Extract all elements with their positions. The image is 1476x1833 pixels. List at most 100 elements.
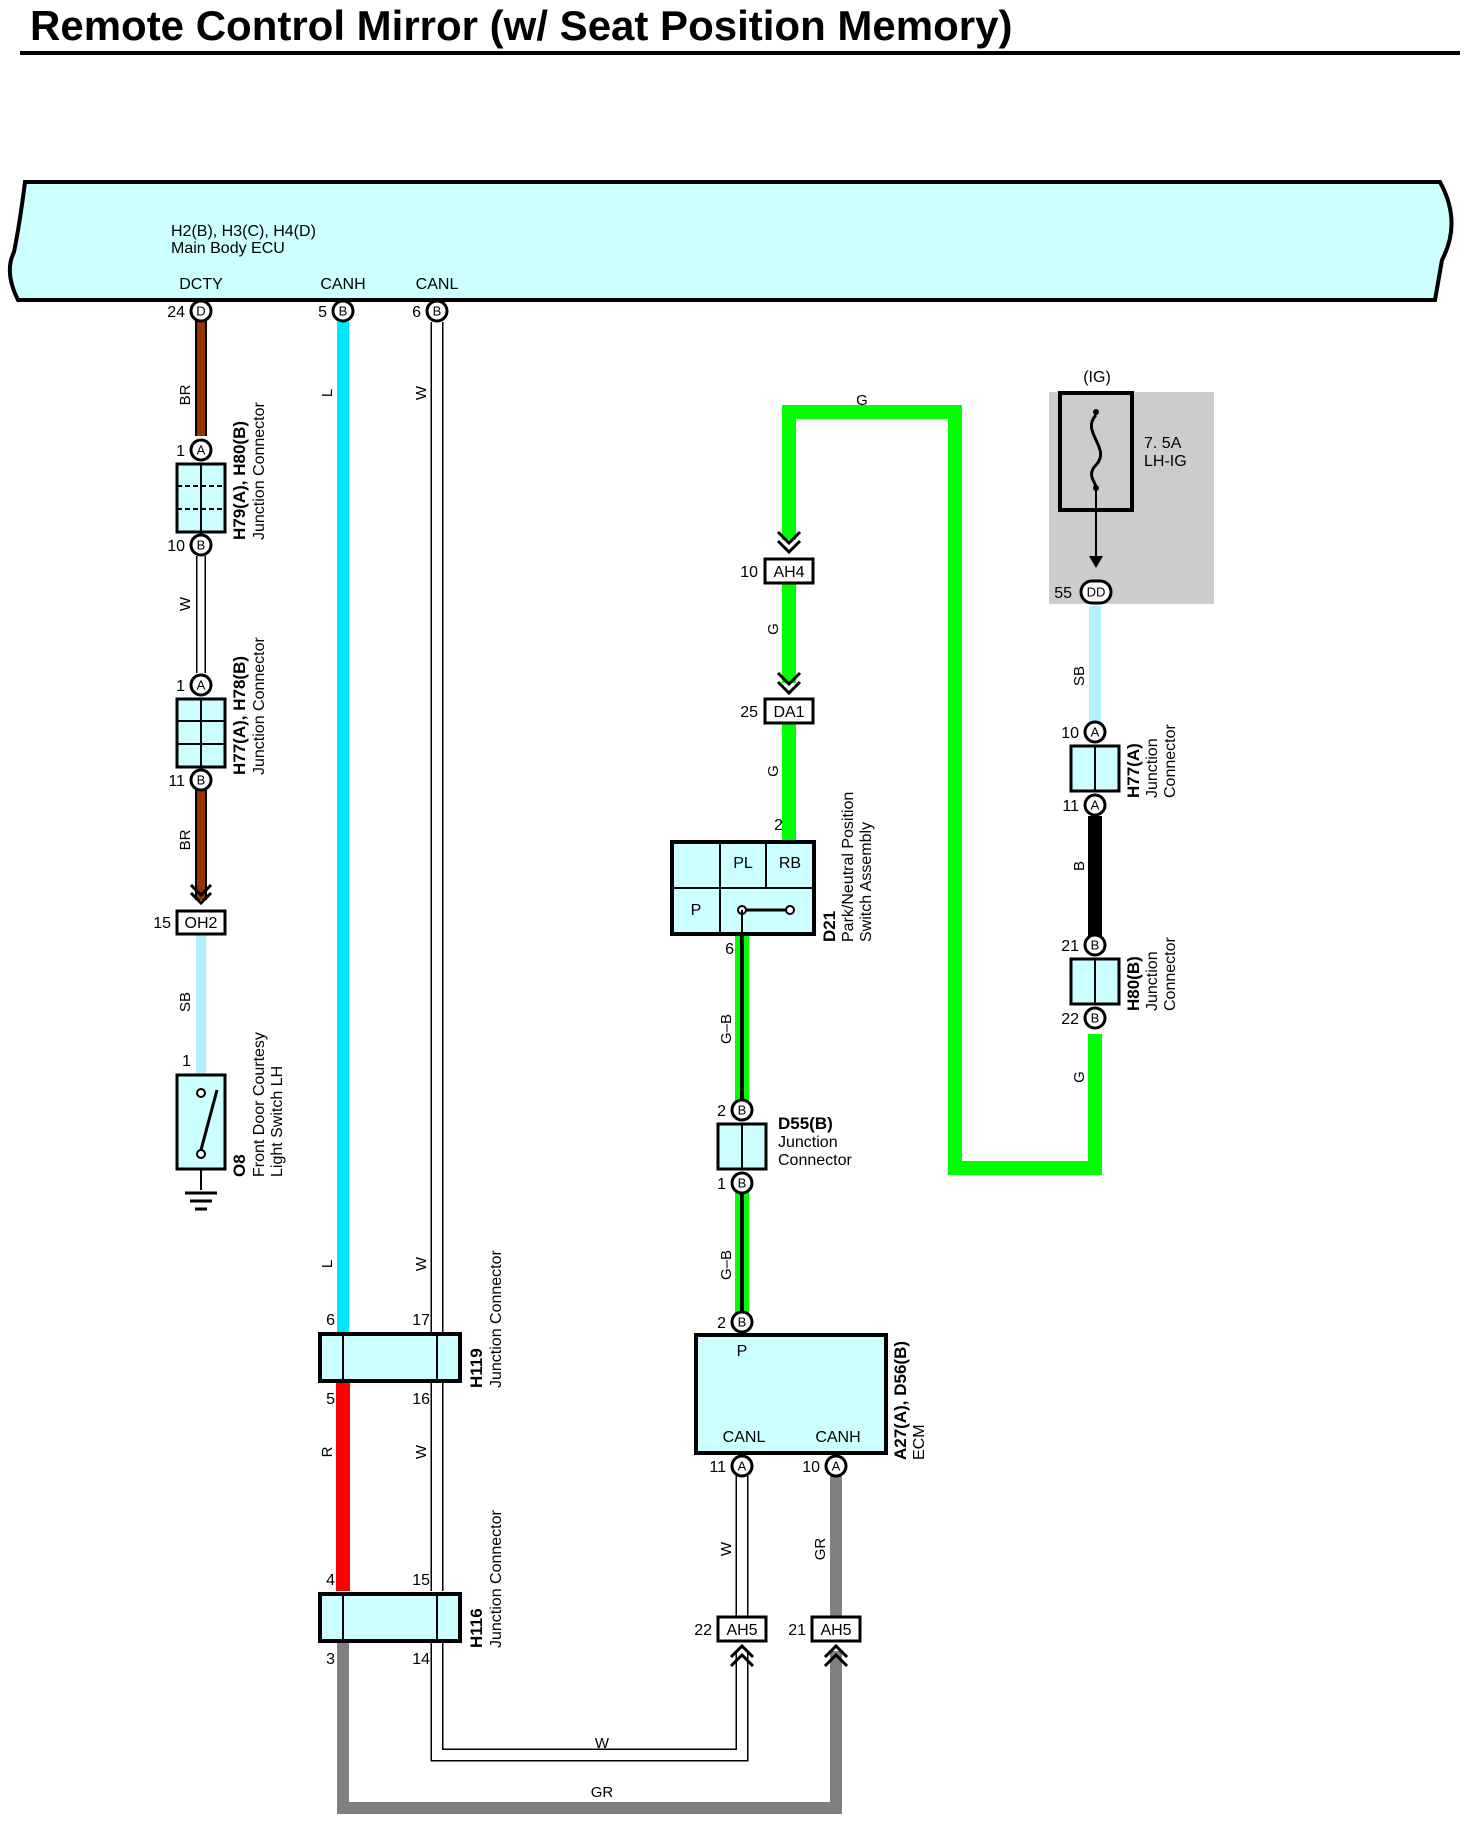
svg-text:P: P xyxy=(737,1343,748,1360)
svg-text:1: 1 xyxy=(717,1176,726,1193)
title-rule xyxy=(20,51,1460,55)
svg-text:AH5: AH5 xyxy=(820,1622,851,1639)
svg-text:Junction Connector: Junction Connector xyxy=(251,636,268,775)
wire-label-w-top: W xyxy=(413,385,430,400)
svg-text:B: B xyxy=(197,773,206,788)
connector-ah5-left: AH5 22 xyxy=(694,1615,768,1668)
svg-text:H116: H116 xyxy=(467,1608,486,1648)
ecu-terminal-dcty: DCTY xyxy=(179,276,223,293)
svg-text:6: 6 xyxy=(412,304,421,321)
svg-text:1: 1 xyxy=(182,1053,191,1070)
svg-text:A: A xyxy=(832,1459,841,1474)
junction-h77a: A 10 A 11 H77(A) Junction Connector xyxy=(1061,720,1179,817)
ecm: B 2 P CANL CANH A 11 A 10 A27(A), D56(B)… xyxy=(694,1310,928,1478)
svg-text:Connector: Connector xyxy=(1162,724,1179,798)
svg-text:A: A xyxy=(1091,725,1100,740)
svg-text:Connector: Connector xyxy=(1162,937,1179,1011)
ecu-pin-dcty: D 24 xyxy=(167,299,213,323)
wire-label-w-bottom: W xyxy=(595,1735,610,1752)
svg-text:15: 15 xyxy=(153,915,171,932)
wire-label-g-ah4: G xyxy=(765,623,782,635)
wire-label-b: B xyxy=(1071,861,1088,871)
svg-text:5: 5 xyxy=(318,304,327,321)
svg-text:10: 10 xyxy=(167,538,185,555)
svg-text:10: 10 xyxy=(802,1459,820,1476)
wire-w-bottom-outline xyxy=(430,1641,749,1762)
svg-text:4: 4 xyxy=(326,1572,335,1589)
svg-text:Switch Assembly: Switch Assembly xyxy=(858,822,875,942)
svg-text:21: 21 xyxy=(788,1622,806,1639)
fuse-lh-ig: (IG) 7. 5A LH-IG DD 55 xyxy=(1049,369,1214,605)
svg-text:55: 55 xyxy=(1054,585,1072,602)
svg-text:PL: PL xyxy=(733,855,753,872)
svg-text:AH4: AH4 xyxy=(773,564,804,581)
wire-w-bottom xyxy=(432,1641,747,1760)
svg-text:22: 22 xyxy=(1061,1011,1079,1028)
svg-text:Connector: Connector xyxy=(778,1152,852,1169)
svg-text:LH-IG: LH-IG xyxy=(1144,453,1187,470)
wire-label-r: R xyxy=(319,1446,336,1457)
svg-text:B: B xyxy=(738,1315,747,1330)
svg-text:21: 21 xyxy=(1061,938,1079,955)
svg-text:A: A xyxy=(197,678,206,693)
svg-text:25: 25 xyxy=(740,704,758,721)
svg-text:24: 24 xyxy=(167,304,185,321)
wire-label-sb: SB xyxy=(177,992,194,1012)
svg-text:14: 14 xyxy=(412,1651,430,1668)
svg-text:11: 11 xyxy=(168,773,185,790)
junction-h116: 4 15 3 14 H116 Junction Connector xyxy=(318,1509,505,1668)
svg-text:D21: D21 xyxy=(820,911,839,942)
ecu-name: Main Body ECU xyxy=(171,240,285,257)
connector-oh2: OH2 15 xyxy=(153,883,227,936)
wire-label-w-mid2: W xyxy=(413,1444,430,1459)
ecu-code: H2(B), H3(C), H4(D) xyxy=(171,223,316,240)
ecu-pin-canh: B 5 xyxy=(318,299,355,323)
svg-text:H80(B): H80(B) xyxy=(1124,956,1143,1011)
svg-text:Junction Connector: Junction Connector xyxy=(488,1509,505,1648)
svg-text:B: B xyxy=(197,538,206,553)
svg-text:B: B xyxy=(1091,1011,1100,1026)
wire-label-gb1: G–B xyxy=(718,1014,735,1044)
svg-text:3: 3 xyxy=(326,1651,335,1668)
svg-text:7. 5A: 7. 5A xyxy=(1144,435,1182,452)
svg-text:CANL: CANL xyxy=(723,1429,766,1446)
wire-label-sb2: SB xyxy=(1071,666,1088,686)
wire-label-l-top: L xyxy=(319,389,336,397)
svg-text:D: D xyxy=(196,304,205,319)
wire-label-gr-bottom: GR xyxy=(591,1784,614,1801)
wire-label-g-da1: G xyxy=(765,765,782,777)
svg-text:B: B xyxy=(1091,938,1100,953)
svg-text:10: 10 xyxy=(740,564,758,581)
switch-d21: 2 PL RB P 6 D21 Park/Neutral Position Sw… xyxy=(670,792,875,958)
wire-label-g-top: G xyxy=(856,392,868,409)
wire-label-br: BR xyxy=(177,384,194,405)
svg-text:(IG): (IG) xyxy=(1083,369,1111,386)
svg-text:Junction: Junction xyxy=(1144,951,1161,1011)
main-body-ecu xyxy=(7,180,1454,302)
wire-label-gb2: G–B xyxy=(718,1250,735,1280)
svg-text:16: 16 xyxy=(412,1391,430,1408)
svg-text:A: A xyxy=(1091,798,1100,813)
wire-gr-bottom xyxy=(337,1641,842,1814)
svg-text:Junction Connector: Junction Connector xyxy=(251,401,268,540)
svg-text:A: A xyxy=(197,443,206,458)
svg-text:10: 10 xyxy=(1061,725,1079,742)
svg-text:RB: RB xyxy=(779,855,801,872)
svg-text:2: 2 xyxy=(774,817,783,834)
svg-text:Front Door Courtesy: Front Door Courtesy xyxy=(251,1032,268,1177)
svg-text:6: 6 xyxy=(326,1312,335,1329)
svg-text:DA1: DA1 xyxy=(773,704,804,721)
junction-h80b: B 21 B 22 H80(B) Junction Connector xyxy=(1061,933,1179,1030)
svg-text:Junction: Junction xyxy=(1144,738,1161,798)
wire-label-br2: BR xyxy=(177,829,194,850)
svg-text:A: A xyxy=(738,1459,747,1474)
switch-o8: 1 O8 Front Door Courtesy Light Switch LH xyxy=(175,1032,286,1211)
svg-text:B: B xyxy=(738,1103,747,1118)
svg-text:2: 2 xyxy=(717,1103,726,1120)
junction-d55: B 2 B 1 D55(B) Junction Connector xyxy=(716,1098,852,1195)
svg-text:1: 1 xyxy=(176,443,185,460)
svg-text:CANH: CANH xyxy=(815,1429,860,1446)
svg-text:O8: O8 xyxy=(230,1154,249,1177)
ecu-terminal-canl: CANL xyxy=(416,276,459,293)
